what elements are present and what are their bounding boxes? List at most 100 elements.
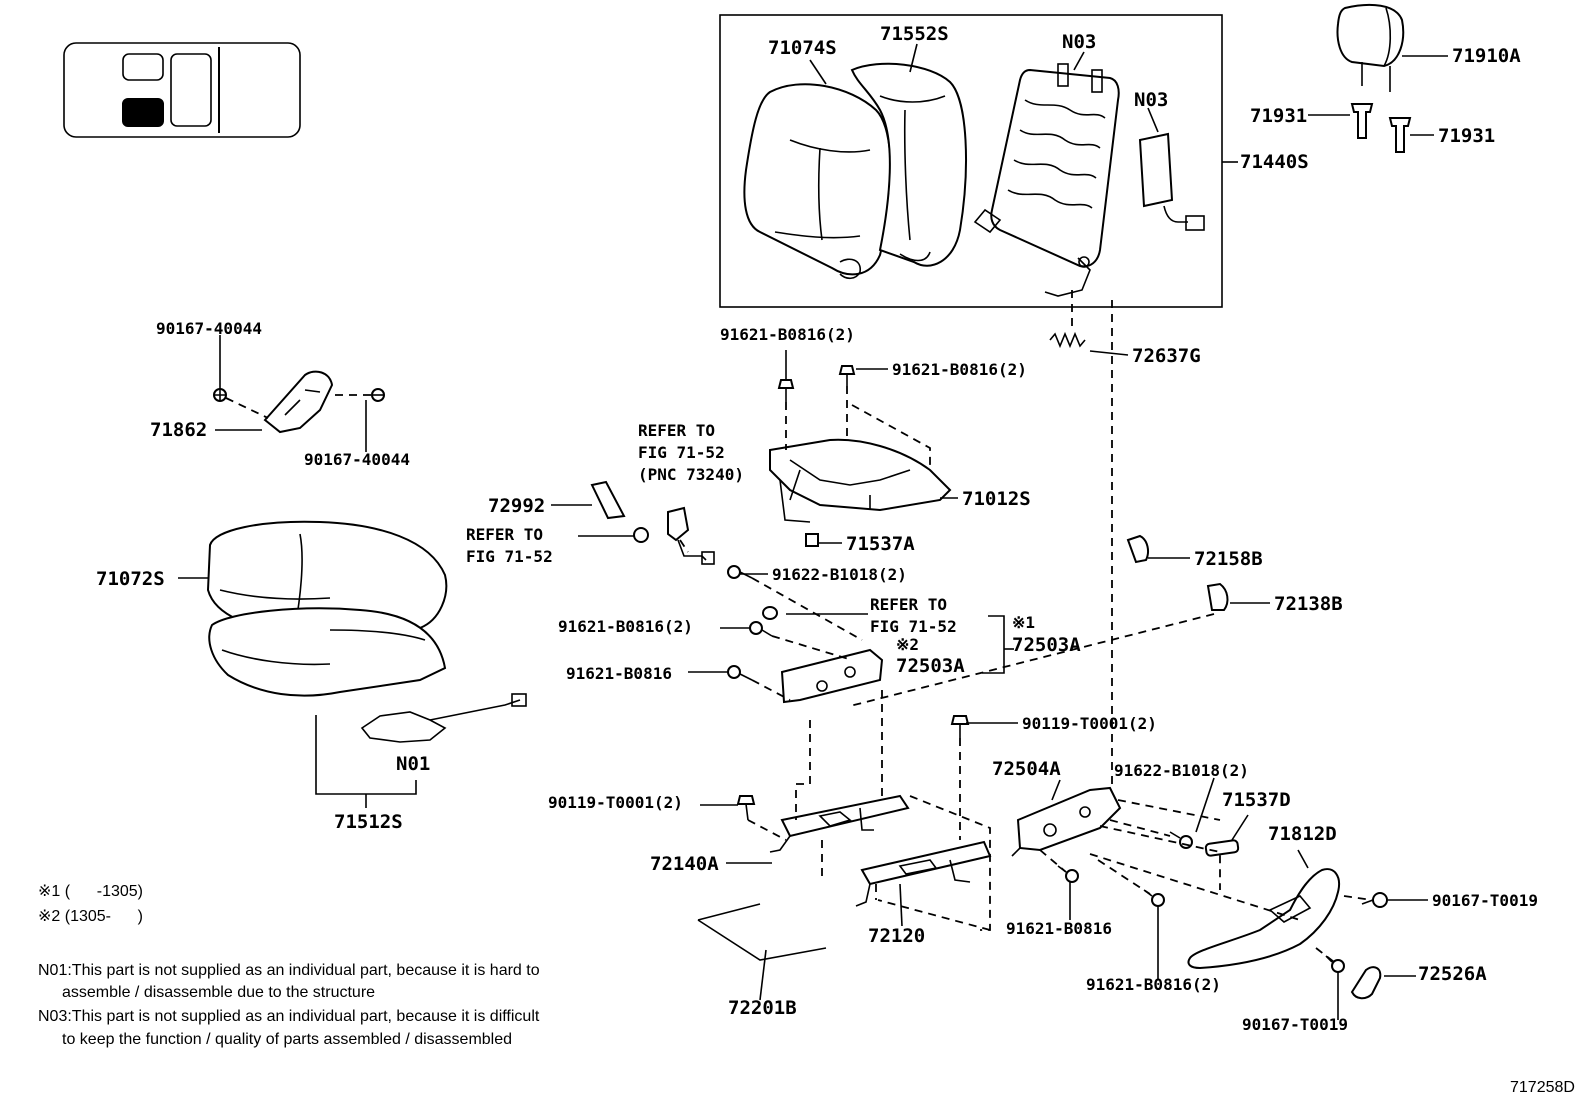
label-71072s: 71072S xyxy=(96,568,165,590)
bolt-90167-40044-a xyxy=(213,388,227,402)
bolt-91621-top-1 xyxy=(777,379,795,402)
note-range-2: ※2 (1305- ) xyxy=(38,908,143,925)
label-mark-1: ※1 xyxy=(1012,613,1035,632)
bolt-90119-t0001-b xyxy=(950,715,970,738)
label-71074s: 71074S xyxy=(768,37,837,59)
label-71552s: 71552S xyxy=(880,23,949,45)
part-72992 xyxy=(590,480,626,520)
label-refer-1-line1: REFER TO xyxy=(638,421,715,440)
assembly-dashed-lines xyxy=(225,290,1373,963)
seatbelt-buckle xyxy=(667,506,715,565)
pin-71537d xyxy=(1204,839,1240,857)
headrest-guide-71931-right xyxy=(1388,117,1412,153)
label-91621-top-1: 91621-B0816(2) xyxy=(720,325,855,344)
seatback-pad-71552s xyxy=(850,62,967,267)
headrest-guide-71931-left xyxy=(1350,103,1374,139)
label-72992: 72992 xyxy=(488,495,545,517)
side-module-n03 xyxy=(1138,132,1205,231)
bolt-91621-top-2 xyxy=(838,365,856,386)
seat-track-72140a xyxy=(769,794,910,853)
nut-refer-71-52 xyxy=(633,527,649,543)
label-71440s: 71440S xyxy=(1240,151,1309,173)
note-n03-line2: to keep the function / quality of parts … xyxy=(62,1031,512,1048)
label-72504a: 72504A xyxy=(992,758,1061,780)
leader-lines xyxy=(178,43,1448,1020)
note-n03-line1: N03:This part is not supplied as an indi… xyxy=(38,1008,540,1025)
label-71012s: 71012S xyxy=(962,488,1031,510)
wire-72201b xyxy=(697,903,827,961)
label-refer-3-line1: REFER TO xyxy=(870,595,947,614)
label-n01: N01 xyxy=(396,753,430,775)
label-n03-mid: N03 xyxy=(1134,89,1168,111)
seat-position-legend xyxy=(63,42,301,138)
label-72120: 72120 xyxy=(868,925,925,947)
bolt-91621-mid-1 xyxy=(727,665,753,681)
bolt-91621-low-1 xyxy=(1057,865,1079,883)
label-72526a: 72526A xyxy=(1418,963,1487,985)
seatback-group-frame xyxy=(719,14,1223,308)
label-90119-t0001-a: 90119-T0001(2) xyxy=(548,793,683,812)
label-refer-2-line1: REFER TO xyxy=(466,525,543,544)
label-91621-mid-1: 91621-B0816 xyxy=(566,664,672,683)
label-91621-mid-2: 91621-B0816(2) xyxy=(558,617,693,636)
note-n01-line2: assemble / disassemble due to the struct… xyxy=(62,984,375,1001)
label-refer-1-line3: (PNC 73240) xyxy=(638,465,744,484)
bolt-91621-mid-2 xyxy=(749,621,773,637)
label-mark-2: ※2 xyxy=(896,635,919,654)
label-71862: 71862 xyxy=(150,419,207,441)
seat-cushion-pad-71512s xyxy=(208,607,447,697)
seatback-cover-71074s xyxy=(743,83,892,280)
lever-cover-71812d xyxy=(1187,868,1340,970)
label-72201b: 72201B xyxy=(728,997,797,1019)
label-71812d: 71812D xyxy=(1268,823,1337,845)
label-72140a: 72140A xyxy=(650,853,719,875)
label-71512s: 71512S xyxy=(334,811,403,833)
part-71537a xyxy=(805,533,819,547)
note-n01-line1: N01:This part is not supplied as an indi… xyxy=(38,962,540,979)
label-71910a: 71910A xyxy=(1452,45,1521,67)
label-71537d: 71537D xyxy=(1222,789,1291,811)
notes: ※1 ( -1305) ※2 (1305- ) N01:This part is… xyxy=(38,883,540,1048)
label-90167-t0019-b: 90167-T0019 xyxy=(1242,1015,1348,1034)
label-n03-top: N03 xyxy=(1062,31,1096,53)
spring-72637g xyxy=(1049,331,1086,349)
figure-id: 717258D xyxy=(1510,1079,1575,1096)
label-91622-b1018-b: 91622-B1018(2) xyxy=(1114,761,1249,780)
clip-72138b xyxy=(1206,582,1229,611)
cushion-frame-71012s xyxy=(769,438,952,523)
bolt-91622-b1018-a xyxy=(727,565,753,579)
bracket-72503a xyxy=(780,648,884,704)
label-72503a-2: 72503A xyxy=(896,655,965,677)
label-71931-a: 71931 xyxy=(1250,105,1307,127)
label-91622-b1018-a: 91622-B1018(2) xyxy=(772,565,907,584)
recliner-72504a xyxy=(1011,786,1122,857)
bolt-90167-40044-b xyxy=(371,388,385,402)
label-72138b: 72138B xyxy=(1274,593,1343,615)
bolt-90167-t0019-a xyxy=(1361,892,1388,908)
part-labels: 71074S 71552S N03 N03 71440S 71910A 7193… xyxy=(96,23,1538,1034)
label-90167-40044-b: 90167-40044 xyxy=(304,450,410,469)
note-range-1: ※1 ( -1305) xyxy=(38,883,143,900)
washer-72503a xyxy=(762,606,778,620)
label-91621-top-2: 91621-B0816(2) xyxy=(892,360,1027,379)
label-90167-40044-a: 90167-40044 xyxy=(156,319,262,338)
label-72503a-1: 72503A xyxy=(1012,634,1081,656)
label-71931-b: 71931 xyxy=(1438,125,1495,147)
label-refer-2-line2: FIG 71-52 xyxy=(466,547,553,566)
seat-track-72120 xyxy=(855,840,992,907)
label-91621-low-1: 91621-B0816 xyxy=(1006,919,1112,938)
knob-72526a xyxy=(1350,966,1382,1000)
clip-72158b xyxy=(1126,534,1149,564)
label-90167-t0019-a: 90167-T0019 xyxy=(1432,891,1538,910)
seatback-frame-n03 xyxy=(973,63,1120,297)
label-90119-t0001-b: 90119-T0001(2) xyxy=(1022,714,1157,733)
label-refer-3-line2: FIG 71-52 xyxy=(870,617,957,636)
headrest-71910a xyxy=(1336,3,1405,92)
bolt-90119-t0001-a xyxy=(736,795,756,821)
harness-n01 xyxy=(360,693,527,743)
label-71537a: 71537A xyxy=(846,533,915,555)
label-72158b: 72158B xyxy=(1194,548,1263,570)
label-72637g: 72637G xyxy=(1132,345,1201,367)
label-refer-1-line2: FIG 71-52 xyxy=(638,443,725,462)
